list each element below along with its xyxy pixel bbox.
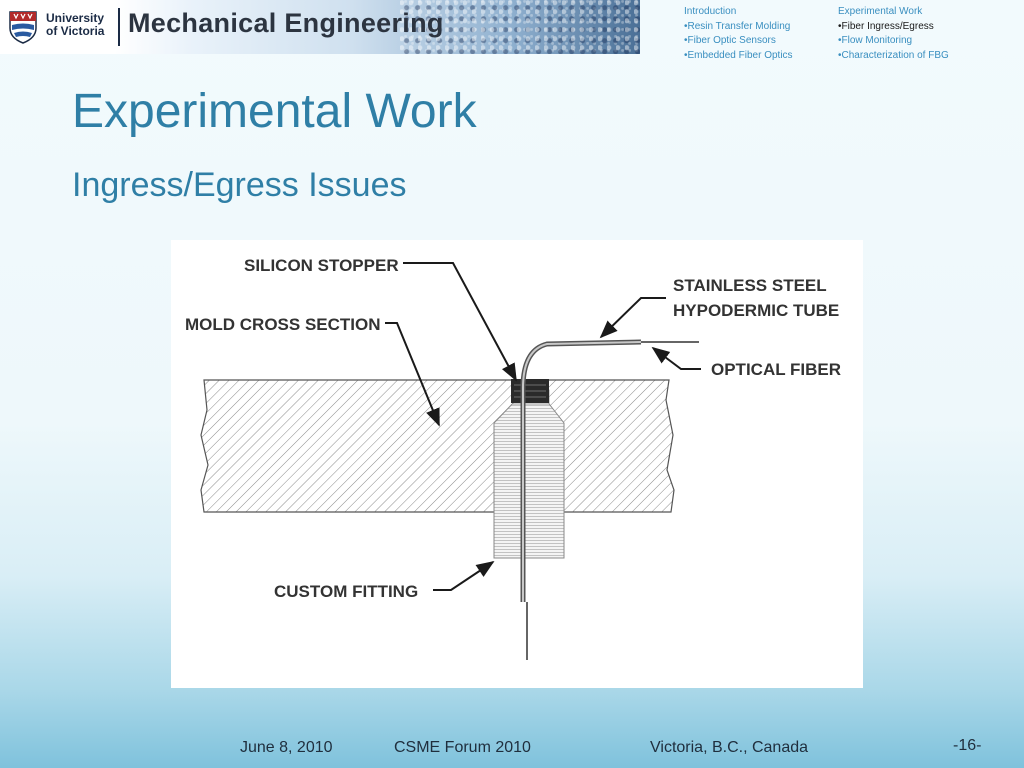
diagram-svg: SILICON STOPPER MOLD CROSS SECTION STAIN…	[185, 256, 841, 660]
university-crest-logo	[9, 11, 37, 44]
university-line-2: of Victoria	[46, 24, 105, 38]
label-custom-fitting: CUSTOM FITTING	[274, 582, 418, 601]
header-divider	[118, 8, 120, 46]
nav-item-fiber-optic-sensors[interactable]: •Fiber Optic Sensors	[684, 35, 776, 46]
banner-texture	[400, 0, 640, 54]
footer-date: June 8, 2010	[240, 739, 333, 756]
nav-item-characterization-fbg[interactable]: •Characterization of FBG	[838, 49, 949, 61]
label-silicon-stopper: SILICON STOPPER	[244, 256, 399, 275]
department-name: Mechanical Engineering	[128, 8, 444, 38]
arrow-stainless-steel	[599, 297, 666, 339]
nav-item-flow-monitoring[interactable]: •Flow Monitoring	[838, 35, 913, 46]
label-optical-fiber: OPTICAL FIBER	[711, 360, 841, 379]
nav-item-fiber-ingress-egress[interactable]: •Fiber Ingress/Egress	[838, 20, 934, 32]
university-wordmark: University of Victoria	[46, 12, 104, 38]
label-mold-cross-section: MOLD CROSS SECTION	[185, 315, 381, 334]
footer-event: CSME Forum 2010	[394, 739, 531, 756]
custom-fitting	[493, 399, 565, 559]
nav-item-embedded-fiber-optics[interactable]: •Embedded Fiber Optics	[684, 49, 793, 61]
slide-subtitle: Ingress/Egress Issues	[72, 166, 407, 204]
label-hypodermic-tube: HYPODERMIC TUBE	[673, 301, 839, 320]
footer-location: Victoria, B.C., Canada	[650, 739, 809, 756]
arrow-optical-fiber	[651, 346, 701, 370]
footer-page-number: -16-	[953, 737, 982, 754]
slide-title: Experimental Work	[72, 85, 477, 138]
nav-item-resin-transfer-molding[interactable]: •Resin Transfer Molding	[684, 20, 791, 32]
nav-section-experimental-work[interactable]: Experimental Work	[838, 6, 923, 17]
arrow-mold-cross-section	[385, 322, 440, 427]
nav-column-2: Experimental Work •Fiber Ingress/Egress …	[838, 5, 949, 63]
arrow-custom-fitting	[433, 561, 495, 591]
label-stainless-steel: STAINLESS STEEL	[673, 276, 827, 295]
nav-column-1: Introduction •Resin Transfer Molding •Fi…	[684, 5, 793, 63]
mold-cross-section	[200, 379, 675, 513]
nav-section-introduction[interactable]: Introduction	[684, 6, 737, 17]
header-banner: University of Victoria Mechanical Engine…	[0, 0, 640, 54]
arrow-silicon-stopper	[403, 262, 517, 382]
university-line-1: University	[46, 11, 105, 25]
ingress-egress-diagram: SILICON STOPPER MOLD CROSS SECTION STAIN…	[171, 240, 863, 688]
